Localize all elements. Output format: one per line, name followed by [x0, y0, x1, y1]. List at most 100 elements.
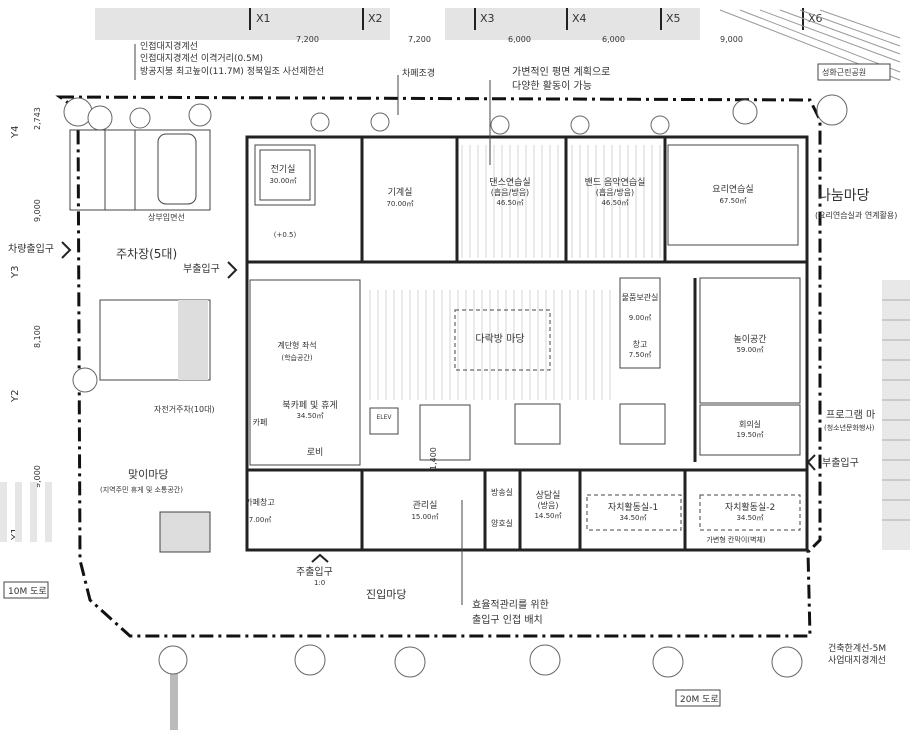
parking-label: 주차장(5대) — [116, 247, 177, 261]
grid-label-x1: X1 — [256, 12, 271, 25]
mgmt-note-1: 효율적관리를 위한 — [472, 598, 549, 611]
toilet-e — [619, 403, 666, 445]
room-electric: 전기실 — [271, 164, 296, 175]
dim-y3: 8,100 — [33, 325, 42, 348]
note-flexible-2: 다양한 활동이 가능 — [512, 79, 592, 92]
grid-label-x5: X5 — [666, 12, 681, 25]
main-entry[interactable]: 주출입구 — [296, 565, 333, 578]
grid-label-y2: Y2 — [10, 390, 21, 403]
room-study1-area: 34.50㎡ — [619, 514, 646, 522]
site-labels: 나눔마당 (요리연습실과 연계활용) 프로그램 마 (청소년문화행사) 맞이마당… — [100, 188, 897, 666]
grid-label-x2: X2 — [368, 12, 383, 25]
room-dance-area: 46.50㎡ — [496, 199, 523, 207]
grid-dims-y: 2,743 9,000 8,100 9,000 — [33, 107, 42, 488]
main-entry-ref: 1:0 — [314, 579, 325, 587]
sub-entry-west[interactable]: 부출입구 — [183, 262, 220, 275]
parking-area: 상부입면선 주차장(5대) 차량출입구 자전거주차(10대) — [8, 129, 215, 414]
room-office-area: 15.00㎡ — [411, 513, 438, 521]
grid-label-x4: X4 — [572, 12, 587, 25]
dim-x4: 6,000 — [602, 35, 625, 44]
road-stub — [170, 670, 178, 730]
dim-y4: 9,000 — [33, 465, 42, 488]
storage-box — [619, 277, 661, 369]
room-counsel-area: 14.50㎡ — [534, 512, 561, 520]
grid-label-x3: X3 — [480, 12, 495, 25]
room-darak: 다락방 마당 — [475, 333, 524, 345]
jinip-label: 진입마당 — [366, 588, 406, 601]
room-study1: 자치활동실-1 — [608, 501, 658, 513]
room-storage1: 물품보관실 — [622, 292, 659, 302]
park-label-box — [817, 63, 891, 81]
acoustic-hatch — [369, 145, 661, 400]
room-broadcast: 방송실 — [491, 487, 513, 497]
cooking-room-box — [667, 144, 799, 246]
road-20m: 20M 도로 — [680, 695, 719, 705]
electric-room-box — [254, 144, 316, 206]
level-label: (+0.5) — [274, 231, 297, 239]
room-machine: 기계실 — [388, 186, 413, 198]
road-10m: 10M 도로 — [8, 587, 47, 597]
grid-band-right — [445, 8, 700, 40]
room-play-area: 59.00㎡ — [736, 346, 763, 354]
room-lounge-area: 34.50㎡ — [296, 412, 323, 420]
grid-axis-x: X1 X2 X3 X4 X5 X6 — [249, 8, 823, 30]
room-counsel-sub: (방음) — [538, 500, 559, 510]
room-office: 관리실 — [413, 500, 438, 511]
building-outline — [245, 135, 809, 552]
east-paving — [882, 280, 910, 550]
partition-note: 가변형 칸막이(벽체) — [706, 535, 765, 544]
note-setback-1: 인접대지경계선 — [140, 40, 198, 52]
dim-x3: 6,000 — [508, 35, 531, 44]
sub-entry-east[interactable]: 부출입구 — [822, 456, 859, 469]
room-machine-area: 70.00㎡ — [386, 200, 413, 208]
legend-site: 사업대지경계선 — [828, 654, 886, 666]
mgmt-note-2: 출입구 인접 배치 — [472, 613, 543, 626]
room-lobby: 로비 — [307, 447, 324, 458]
room-band-sub: (흡음/방음) — [596, 187, 634, 197]
road-10m-box — [3, 581, 49, 599]
room-study2-area: 34.50㎡ — [736, 514, 763, 522]
room-band: 밴드 음악연습실 — [585, 176, 646, 188]
nanum-sub: (요리연습실과 연계활용) — [815, 210, 897, 220]
room-play: 놀이공간 — [733, 334, 766, 345]
dim-x5: 9,000 — [720, 35, 743, 44]
room-dance: 댄스연습실 — [489, 177, 530, 188]
note-screening: 차폐조경 — [402, 67, 435, 79]
grid-label-y3: Y3 — [10, 266, 21, 279]
elevator-label: ELEV — [376, 414, 392, 421]
vehicle-entry[interactable]: 차량출입구 — [8, 242, 54, 255]
site-boundary — [55, 95, 822, 638]
dim-x2: 7,200 — [408, 35, 431, 44]
legend-setback: 건축한계선-5M — [828, 642, 886, 654]
play-room-box — [699, 277, 801, 404]
toilet-w — [514, 403, 561, 445]
roof-entry-line: 상부입면선 — [148, 212, 185, 222]
park-label: 성화근린공원 — [822, 67, 866, 77]
room-nurse: 양호실 — [491, 518, 513, 528]
grid-dims-x: 7,200 7,200 6,000 6,000 9,000 — [296, 35, 743, 44]
crosswalk — [0, 482, 52, 542]
screening-trees — [63, 94, 848, 678]
program-sub: (청소년문화행사) — [824, 423, 875, 432]
room-cooking: 요리연습실 — [712, 184, 753, 195]
room-band-area: 46.50㎡ — [601, 199, 628, 207]
room-cafe-store: 카페창고 — [245, 497, 274, 507]
room-meeting-area: 19.50㎡ — [736, 431, 763, 439]
planter — [159, 511, 211, 553]
stair-core — [419, 404, 471, 461]
room-storage2-area: 7.50㎡ — [629, 351, 652, 359]
note-setback-3: 방공지붕 최고높이(11.7M) 정북일조 사선제한선 — [140, 66, 324, 77]
room-study2: 자치활동실-2 — [725, 501, 775, 513]
grid-axis-y: Y4 Y3 Y2 Y1 — [10, 126, 21, 541]
bike-parking: 자전거주차(10대) — [154, 404, 215, 414]
room-counsel: 상담실 — [536, 489, 561, 501]
room-cooking-area: 67.50㎡ — [719, 197, 746, 205]
room-lounge: 북카페 및 휴게 — [282, 399, 337, 411]
elevator-box — [369, 407, 399, 435]
dim-y2: 9,000 — [33, 199, 42, 222]
room-stage-sub: (학습공간) — [281, 353, 312, 362]
room-labels: 전기실 30.00㎡ 기계실 70.00㎡ 댄스연습실 (흡음/방음) 46.5… — [245, 164, 775, 544]
room-storage2: 창고 — [633, 340, 648, 349]
maji-label: 맞이마당 — [128, 468, 168, 481]
